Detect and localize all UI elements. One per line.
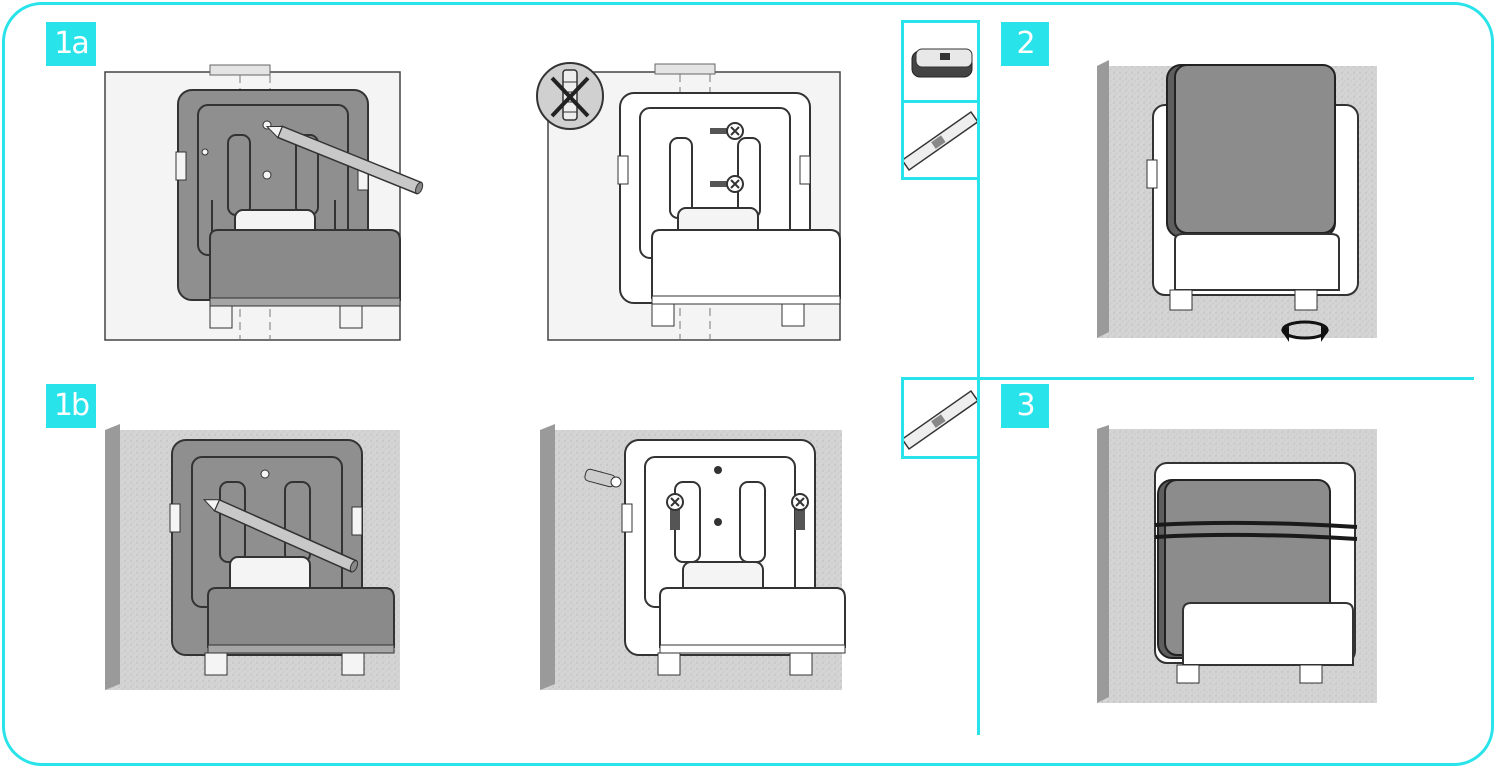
rotate-arrows-icon [1281,320,1329,342]
wall-anchor-icon [584,468,622,488]
horizontal-divider [980,377,1474,380]
illustration-1b-screw-bracket [540,422,850,692]
illustration-1b-mark-holes [100,422,400,692]
tools-box-bottom [901,377,980,459]
step-badge-1a: 1a [46,22,96,66]
step-badge-1b: 1b [46,384,96,428]
pencil-icon [265,125,424,195]
illustration-1a-mark-holes [100,60,440,350]
illustration-3-strap-device [1095,425,1385,710]
pencil-icon [202,498,359,573]
illustration-1a-screw-bracket [530,58,850,348]
screw-icon [710,122,744,140]
screw-icon [791,493,809,530]
illustration-2-insert-device [1095,60,1385,350]
spirit-level-icon [904,110,977,172]
step-badge-2: 2 [1001,22,1049,66]
no-wall-anchor-icon [536,62,604,130]
step-badge-3: 3 [1001,384,1049,428]
tools-box-top [901,20,980,180]
screw-icon [666,493,684,530]
stud-finder-icon [911,48,973,78]
spirit-level-icon [901,389,979,451]
screw-icon [710,175,744,193]
